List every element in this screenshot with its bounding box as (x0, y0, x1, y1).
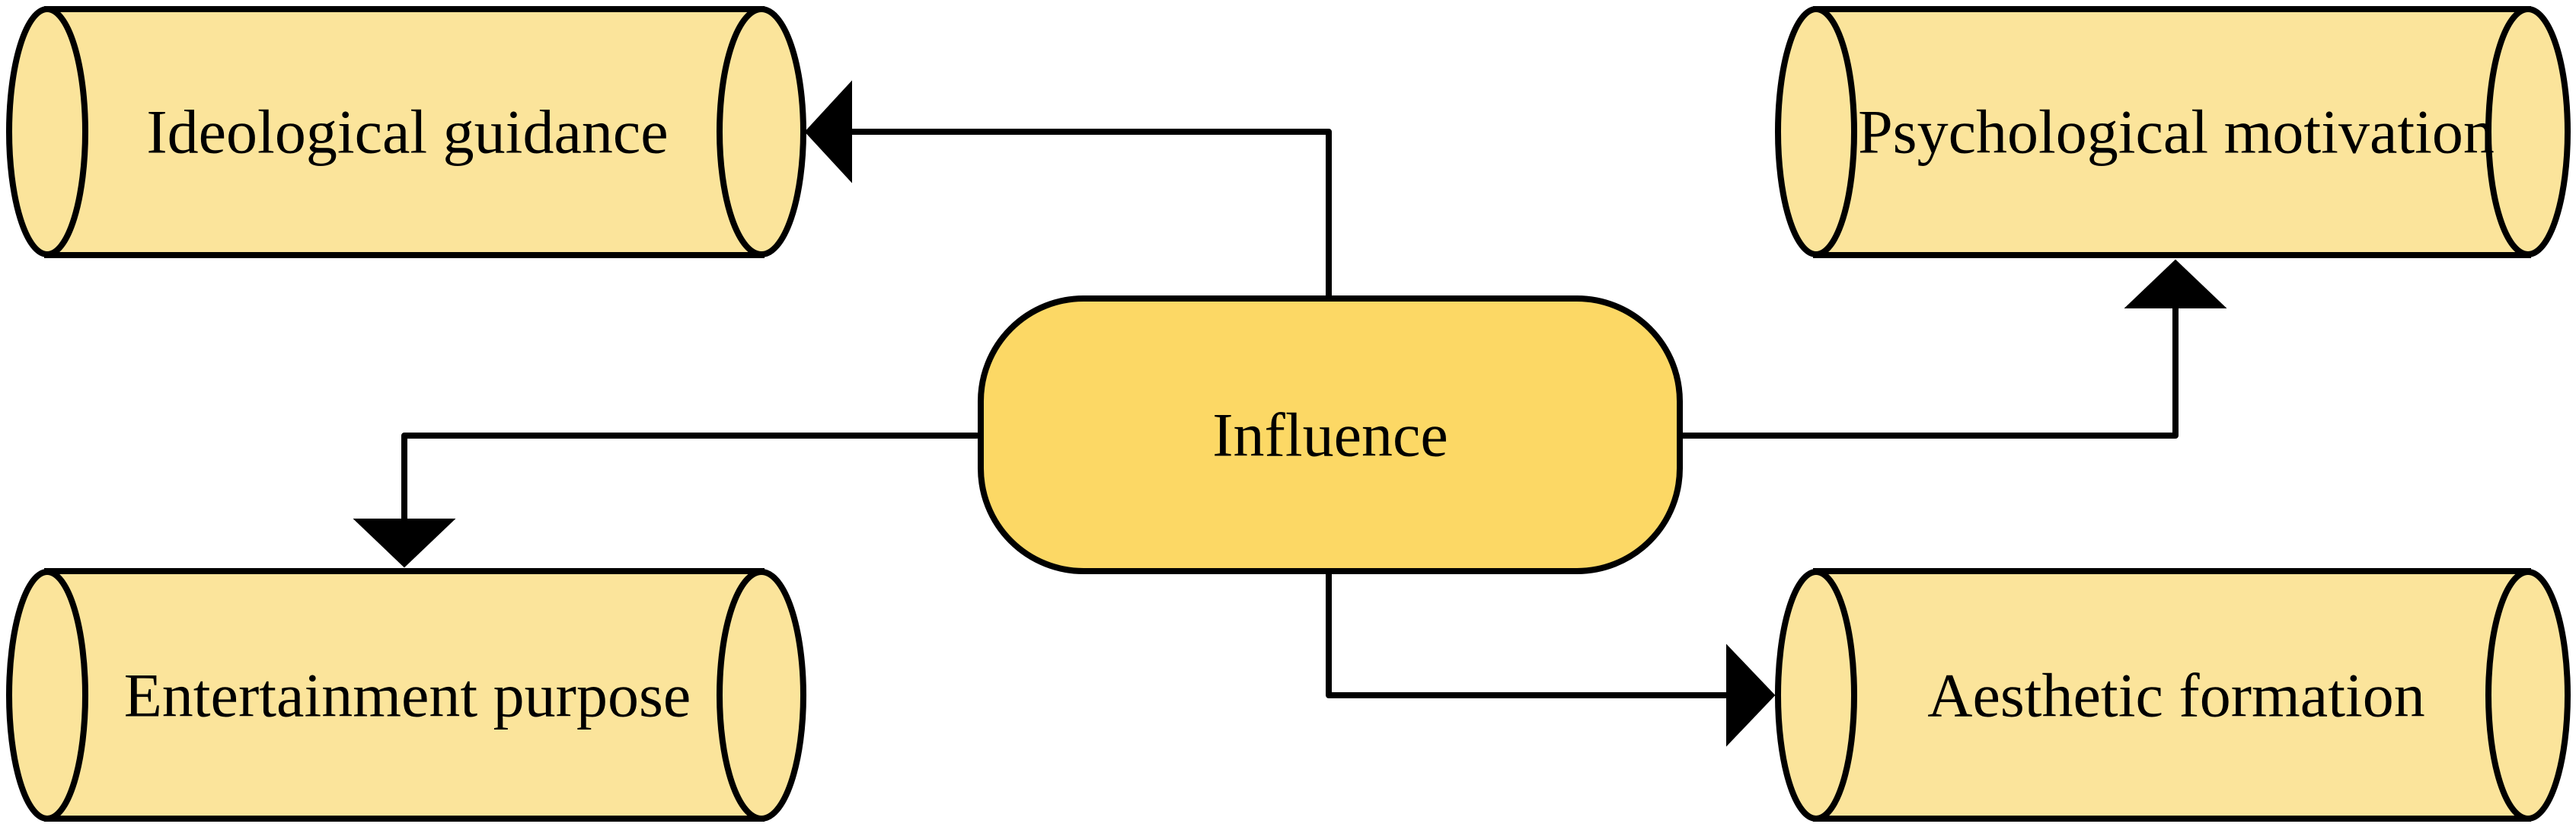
node-influence-body (978, 295, 1683, 574)
edge-to-entertainment-purpose (401, 433, 980, 522)
node-aesthetic-formation-right-cap (2485, 569, 2571, 822)
node-psychological-motivation: Psychological motivation (1775, 6, 2571, 258)
node-ideological-guidance-left-cap (6, 6, 88, 257)
node-aesthetic-formation-body (1813, 568, 2531, 822)
arrowhead-aesthetic-formation (1726, 643, 1776, 747)
node-entertainment-purpose-label: Entertainment purpose (124, 661, 691, 730)
connectors (353, 80, 2227, 747)
node-psychological-motivation-label: Psychological motivation (1858, 97, 2495, 167)
node-influence: Influence (978, 295, 1683, 574)
node-entertainment-purpose: Entertainment purpose (6, 568, 806, 822)
edge-to-aesthetic-formation (1326, 570, 1730, 698)
arrowhead-ideological-guidance (804, 80, 852, 184)
node-ideological-guidance-body (44, 6, 765, 258)
node-psychological-motivation-right-cap (2485, 6, 2571, 257)
node-entertainment-purpose-left-cap (6, 569, 88, 822)
node-ideological-guidance: Ideological guidance (6, 6, 806, 258)
node-aesthetic-formation: Aesthetic formation (1775, 568, 2571, 822)
node-entertainment-purpose-body (44, 568, 765, 822)
edge-to-ideological-guidance (848, 129, 1332, 302)
node-entertainment-purpose-right-cap (717, 569, 806, 822)
node-psychological-motivation-body (1813, 6, 2531, 258)
node-aesthetic-formation-label: Aesthetic formation (1927, 661, 2425, 730)
edge-to-psychological-motivation (1678, 305, 2179, 439)
node-psychological-motivation-left-cap (1775, 6, 1857, 257)
node-ideological-guidance-label: Ideological guidance (146, 97, 668, 167)
node-aesthetic-formation-left-cap (1775, 569, 1857, 822)
arrowhead-psychological-motivation (2124, 259, 2227, 308)
node-ideological-guidance-right-cap (717, 6, 806, 257)
arrowhead-entertainment-purpose (353, 519, 456, 568)
node-influence-label: Influence (1212, 401, 1448, 470)
